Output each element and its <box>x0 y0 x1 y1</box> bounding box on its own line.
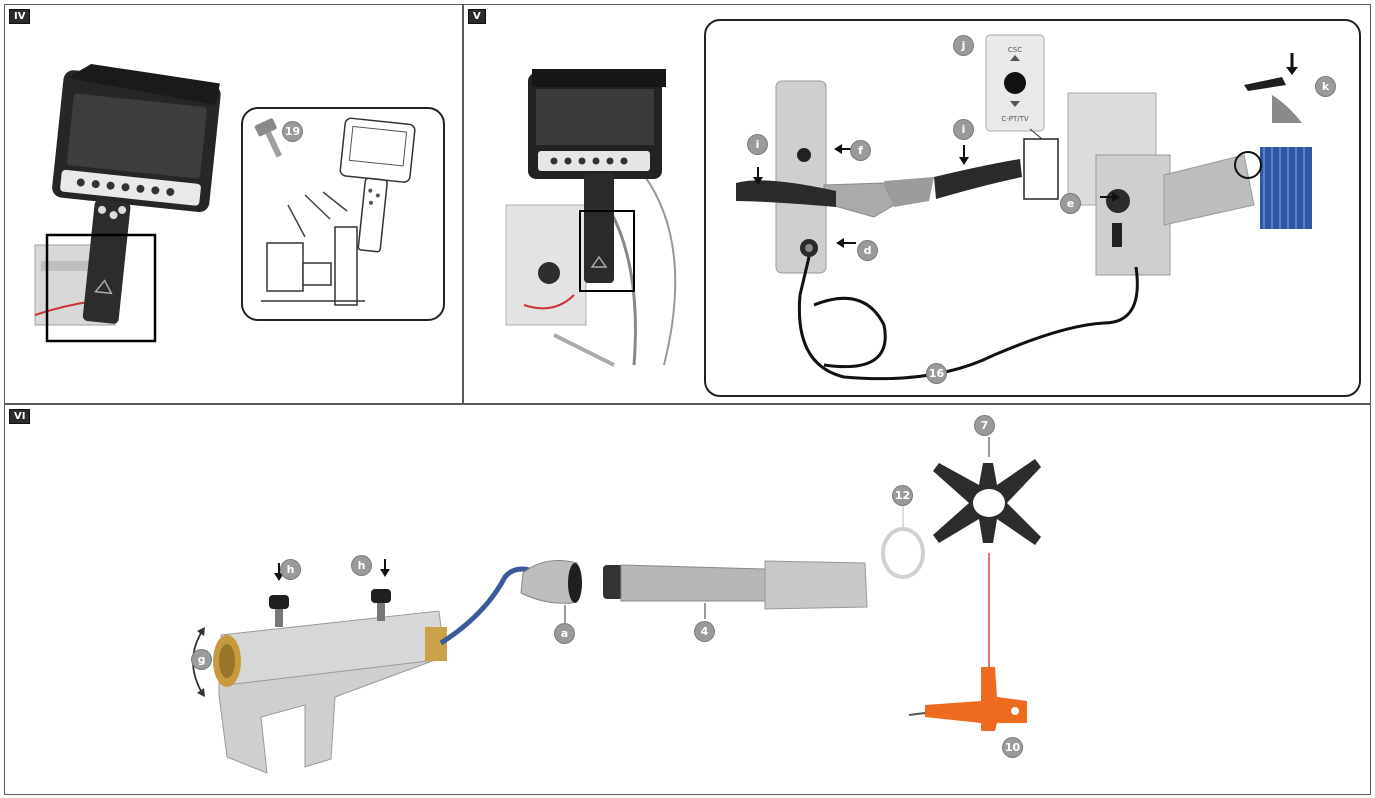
callout-e: e <box>1061 194 1080 213</box>
callout-12: 12 <box>893 486 912 505</box>
callout-h-right: h <box>352 556 371 575</box>
panel-v-tag: V <box>468 9 486 24</box>
callout-f: f <box>851 141 870 160</box>
callout-d: d <box>858 241 877 260</box>
switch-bottom-label: C-PT/TV <box>1001 115 1029 123</box>
callout-16: 16 <box>927 364 946 383</box>
monitor-with-handle-illustration <box>34 63 445 343</box>
callout-10: 10 <box>1003 738 1022 757</box>
callout-a: a <box>555 624 574 643</box>
panel-vi: VI <box>4 404 1371 795</box>
callout-19: 19 <box>283 122 302 141</box>
callout-k: k <box>1316 77 1335 96</box>
callout-i-right: i <box>954 120 973 139</box>
mounted-monitor-illustration <box>505 69 677 367</box>
switch-top-label: CSC <box>1008 46 1022 54</box>
callout-g: g <box>192 650 211 669</box>
panel-vi-tag: VI <box>9 409 31 424</box>
callout-7: 7 <box>975 416 994 435</box>
panel-v-detail-inset <box>704 19 1361 397</box>
cable-connection-detail: CSC C-PT/TV <box>736 34 1312 381</box>
camera-head-parts-illustration <box>192 437 1041 774</box>
panel-v: V <box>463 4 1371 404</box>
callout-4: 4 <box>695 622 714 641</box>
callout-j: j <box>954 36 973 55</box>
callout-i-left: i <box>748 135 767 154</box>
panel-iv-tag: IV <box>9 9 31 24</box>
callout-h-left: h <box>281 560 300 579</box>
panel-iv: IV <box>4 4 463 404</box>
